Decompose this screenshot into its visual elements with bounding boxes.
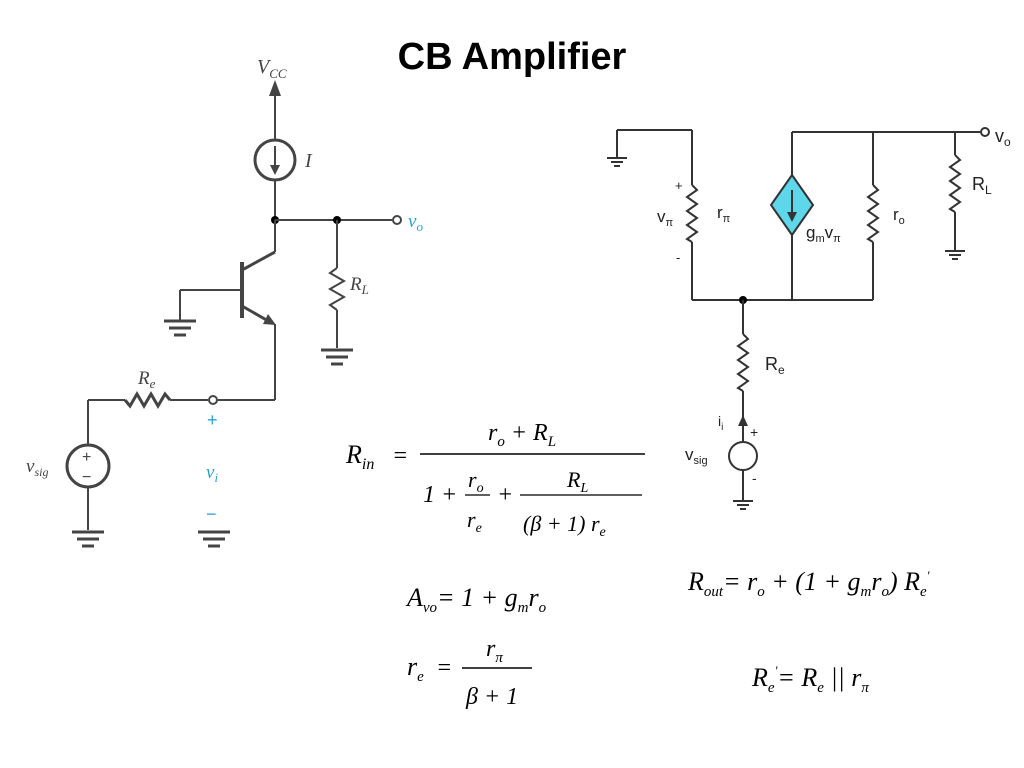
vsig-right-plus: + (750, 424, 758, 440)
slide-title: CB Amplifier (397, 36, 627, 78)
svg-text:ro + RL: ro + RL (488, 420, 556, 450)
svg-text:re: re (467, 507, 482, 536)
vsig-right-label: vsig (685, 445, 708, 467)
vpi-plus: + (675, 178, 683, 193)
svg-text:Re'= Re || rπ: Re'= Re || rπ (751, 663, 869, 696)
current-source-label: I (304, 150, 313, 172)
gm-label: gmvπ (806, 223, 841, 245)
input-terminal (208, 395, 218, 405)
ro-label: ro (893, 205, 905, 227)
rl-right-resistor-icon (948, 154, 962, 213)
equation-re: re = rπ β + 1 (407, 636, 532, 710)
svg-text:Rout= ro + (1 + gmro) Re': Rout= ro + (1 + gmro) Re' (687, 567, 930, 600)
rpi-resistor-icon (685, 184, 699, 243)
vo-terminal (980, 127, 990, 137)
svg-text:1 +: 1 + (423, 482, 457, 508)
vsig-plus: + (82, 449, 91, 466)
vi-minus: − (206, 504, 217, 524)
vsig-right-source-icon (728, 441, 758, 471)
svg-text:=: = (392, 443, 408, 469)
right-circuit (607, 127, 990, 510)
left-circuit (65, 80, 402, 548)
equation-rin: Rin = ro + RL 1 + ro re + RL (β + 1) re (345, 420, 645, 540)
rpi-label: rπ (717, 203, 731, 225)
ii-label: ii (718, 413, 723, 433)
vpi-label: vπ (657, 207, 674, 229)
re-resistor-icon (123, 391, 172, 409)
equation-rout: Rout= ro + (1 + gmro) Re' (687, 567, 930, 600)
re-right-resistor-icon (736, 333, 750, 392)
rl-label: RL (349, 274, 369, 297)
rl-right-label: RL (972, 174, 992, 197)
output-terminal (392, 215, 402, 225)
re-right-label: Re (765, 354, 785, 377)
ro-resistor-icon (866, 184, 880, 243)
vi-plus: + (207, 410, 218, 430)
svg-text:=: = (436, 655, 452, 681)
equation-avo: Avo= 1 + gmro (405, 583, 547, 616)
svg-text:rπ: rπ (486, 636, 503, 666)
svg-text:RL: RL (566, 467, 588, 496)
output-label: vo (408, 211, 423, 234)
vsig-minus: − (82, 469, 91, 486)
svg-text:re: re (407, 652, 424, 685)
svg-text:Rin: Rin (345, 440, 374, 473)
svg-text:ro: ro (468, 467, 484, 496)
svg-text:(β + 1) re: (β + 1) re (523, 511, 606, 540)
equation-re-prime: Re'= Re || rπ (751, 663, 869, 696)
vpi-minus: - (676, 250, 680, 265)
vsig-label: vsig (26, 456, 48, 479)
vi-label: vi (206, 462, 218, 485)
svg-text:β + 1: β + 1 (465, 684, 518, 710)
vo-label: vo (995, 126, 1011, 149)
svg-text:+: + (497, 482, 513, 508)
vcc-arrow-icon (269, 80, 281, 96)
rl-resistor-icon (327, 267, 347, 311)
vcc-label: VCC (257, 56, 287, 81)
svg-text:Avo= 1 + gmro: Avo= 1 + gmro (405, 583, 547, 616)
re-label: Re (137, 368, 156, 391)
vsig-right-minus: - (752, 470, 757, 486)
current-arrow-icon (738, 415, 748, 426)
